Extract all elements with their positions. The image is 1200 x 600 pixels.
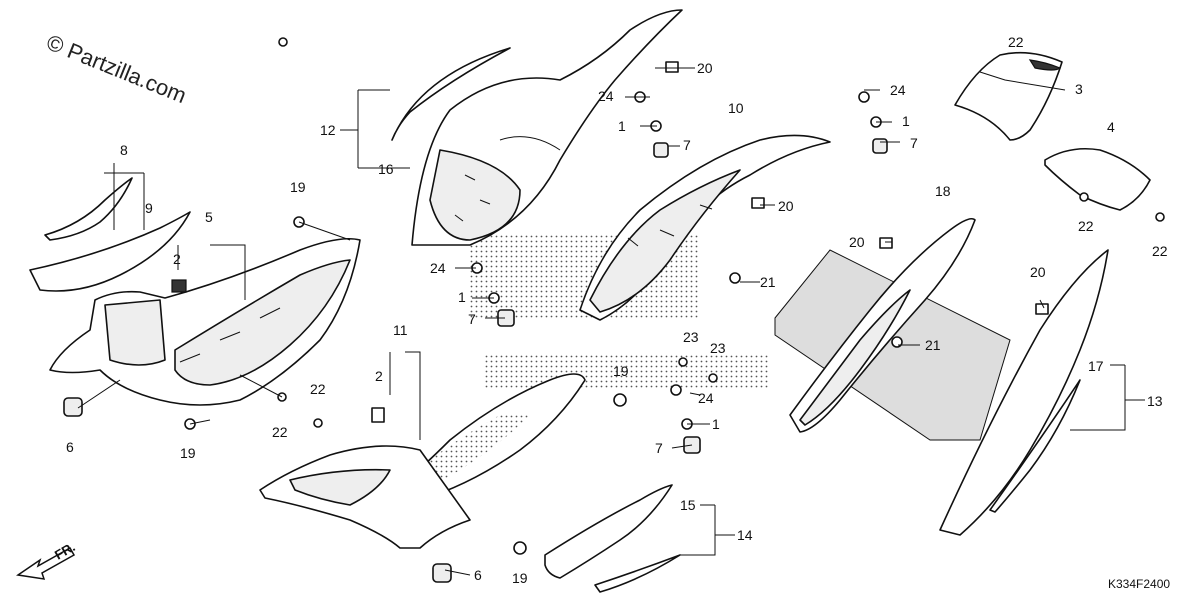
callout-5: 5 [205,209,213,225]
callout-1: 1 [618,118,626,134]
callout-13: 13 [1147,393,1163,409]
part-2-small-tag[interactable] [171,279,187,293]
part-15-trim[interactable] [544,484,673,579]
callout-24: 24 [698,390,714,406]
callout-7: 7 [910,135,918,151]
callout-16: 16 [378,161,394,177]
callout-23: 23 [683,329,699,345]
callout-24: 24 [598,88,614,104]
callout-2: 2 [173,251,181,267]
callout-10: 10 [728,100,744,116]
callout-20: 20 [1030,264,1046,280]
callout-6: 6 [474,567,482,583]
callout-1: 1 [458,289,466,305]
callout-22: 22 [1152,243,1168,259]
part-18-rear-frame[interactable] [789,217,976,433]
callout-20: 20 [778,198,794,214]
callout-24: 24 [430,260,446,276]
part-13-side-cover[interactable] [939,249,1109,536]
callout-8: 8 [120,142,128,158]
callout-22: 22 [310,381,326,397]
callout-4: 4 [1107,119,1115,135]
part-17-stripe[interactable] [989,379,1081,513]
part-9-side-cover[interactable] [29,211,191,292]
callout-19: 19 [290,179,306,195]
part-10-frame-cover[interactable] [579,134,831,321]
callout-21: 21 [760,274,776,290]
callout-labels: 8 9 5 2 19 12 16 20 24 1 7 10 20 24 1 7 … [66,34,1168,586]
part-4-rear-bracket[interactable] [1044,147,1151,211]
leader-lines [77,67,1145,576]
callout-23: 23 [710,340,726,356]
diagram-code: K334F2400 [1108,577,1170,591]
callout-7: 7 [655,440,663,456]
callout-12: 12 [320,122,336,138]
part-12-stripe[interactable] [391,47,511,141]
callout-1: 1 [902,113,910,129]
callout-22: 22 [1078,218,1094,234]
callout-1: 1 [712,416,720,432]
part-2-label-tag[interactable] [371,407,385,423]
part-16-center-cover[interactable] [411,9,683,246]
callout-6: 6 [66,439,74,455]
callout-22: 22 [272,424,288,440]
watermark: © Partzilla.com [43,29,190,108]
callout-9: 9 [145,200,153,216]
callout-17: 17 [1088,358,1104,374]
callout-2: 2 [375,368,383,384]
callout-24: 24 [890,82,906,98]
callout-7: 7 [683,137,691,153]
part-8-stripe[interactable] [44,177,133,241]
part-14-trim-strip[interactable] [594,554,681,593]
callout-3: 3 [1075,81,1083,97]
callout-15: 15 [680,497,696,513]
callout-20: 20 [697,60,713,76]
callout-19: 19 [180,445,196,461]
part-5-inner-cover[interactable] [49,237,361,406]
callout-20: 20 [849,234,865,250]
callout-14: 14 [737,527,753,543]
callout-7: 7 [468,311,476,327]
callout-11: 11 [393,322,408,338]
callout-19: 19 [512,570,528,586]
callout-21: 21 [925,337,941,353]
callout-22: 22 [1008,34,1024,50]
front-direction-arrow-icon [16,546,76,580]
part-11-under-cover[interactable] [259,445,471,549]
callout-18: 18 [935,183,951,199]
part-3-bracket-cover[interactable] [954,51,1063,141]
callout-19: 19 [613,363,629,379]
